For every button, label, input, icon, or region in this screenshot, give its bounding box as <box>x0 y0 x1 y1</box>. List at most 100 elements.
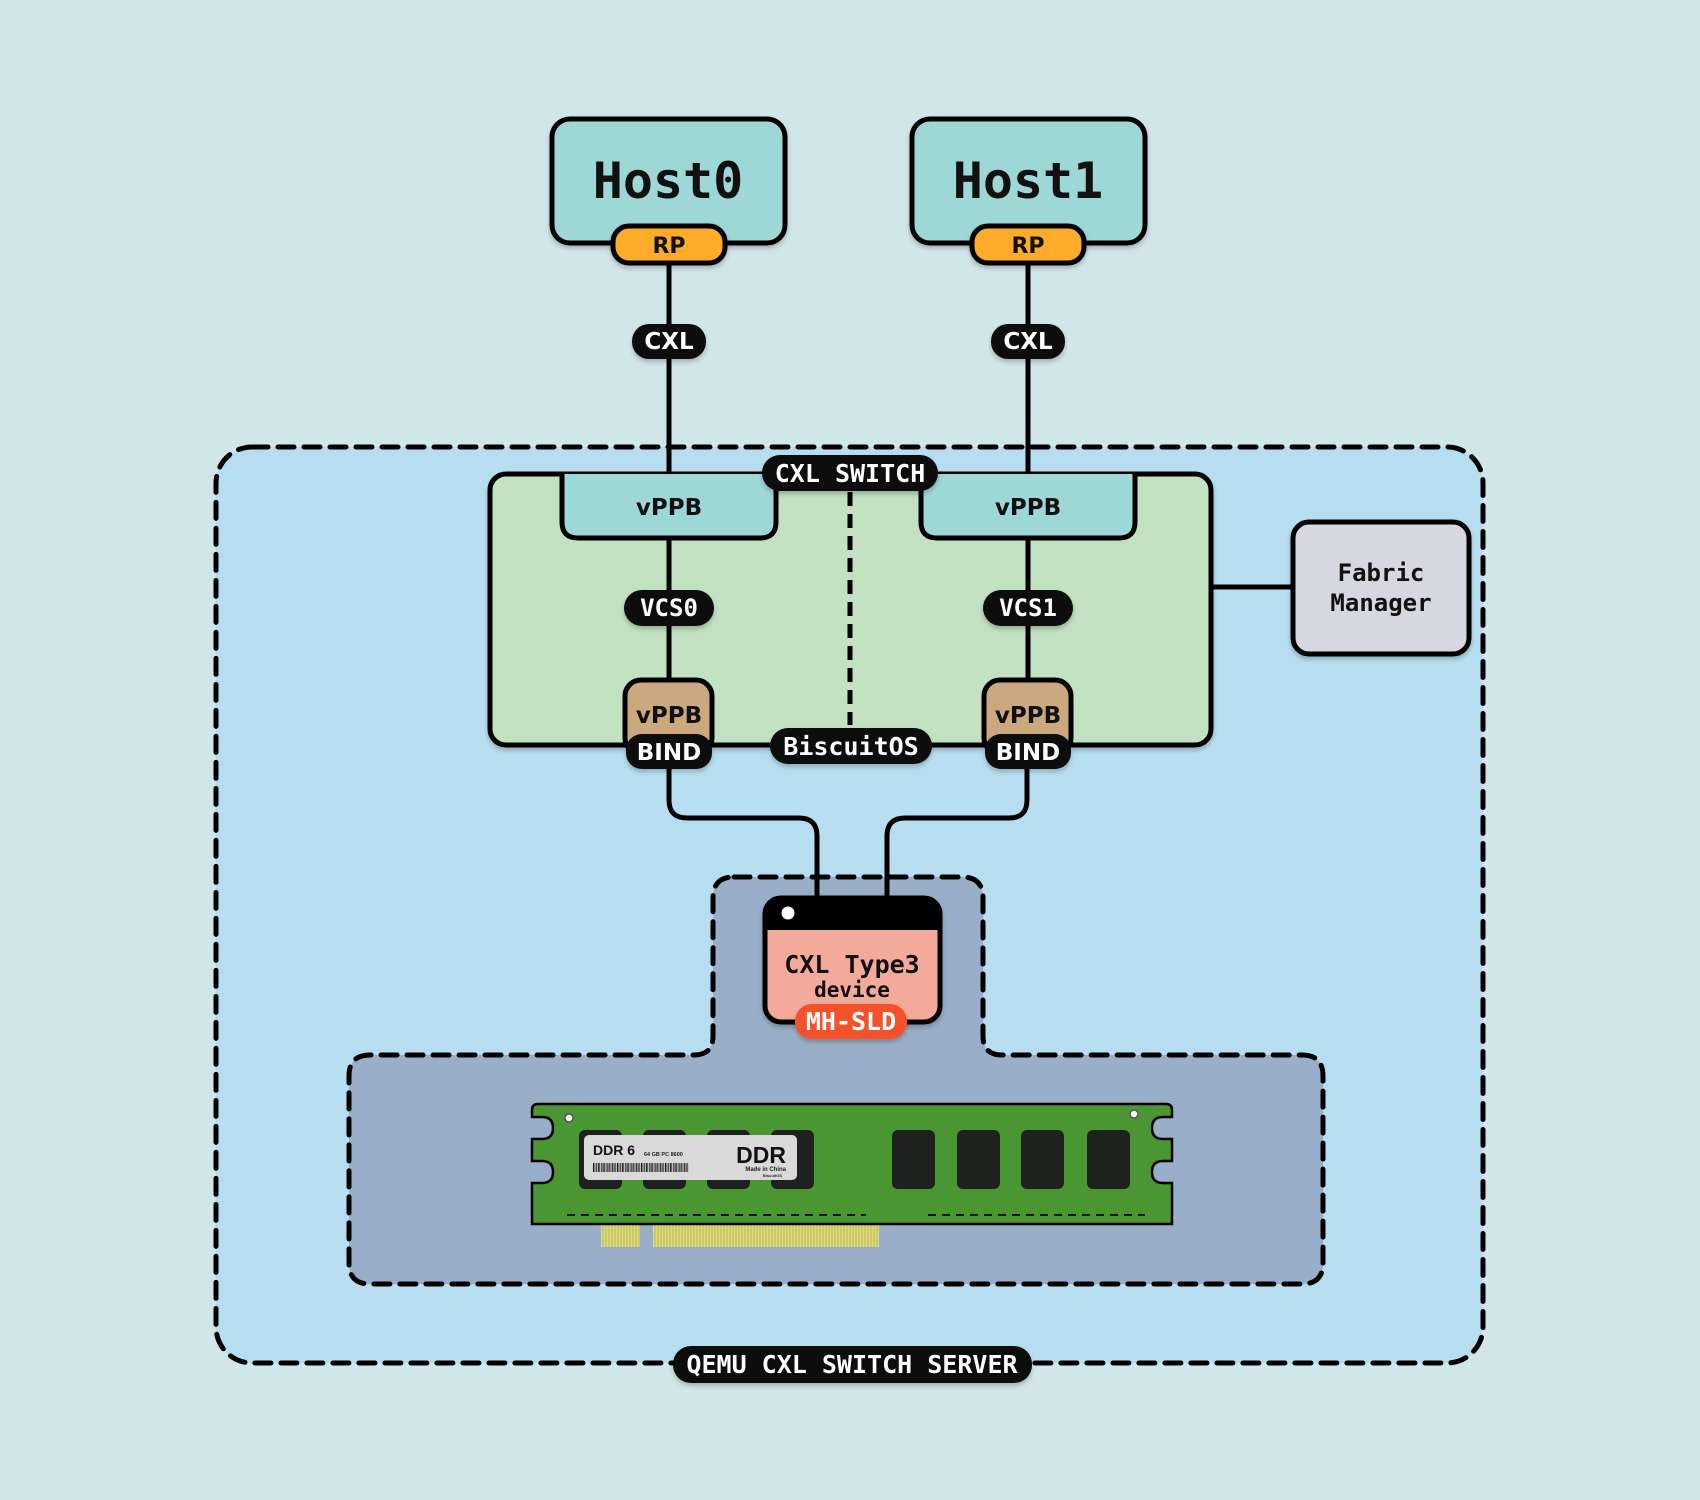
barcode-bar <box>669 1163 671 1172</box>
pcb-hole-right <box>1129 1109 1139 1119</box>
host0[interactable]: Host0 RP CXL <box>549 116 788 359</box>
vcs1-downstream-vppb-label: vPPB <box>995 703 1061 729</box>
device-type-badge <box>795 1004 907 1039</box>
bind0-device-link <box>666 765 820 900</box>
switch-footer-badge <box>770 728 932 764</box>
barcode-bar <box>653 1163 655 1172</box>
cxl-switch[interactable]: vPPB vPPB VCS0 VCS1 vPPB vPPB BIND BIND … <box>487 455 1214 769</box>
barcode-bar <box>681 1163 682 1172</box>
server-title: QEMU CXL SWITCH SERVER <box>686 1350 1018 1379</box>
fabric-manager[interactable]: Fabric Manager <box>1290 519 1472 657</box>
fabric-manager-line2: Manager <box>1330 589 1431 617</box>
memory-barcode <box>593 1163 689 1172</box>
switch-title-badge <box>762 455 938 491</box>
ddr-memory-module: DDR 6 64 GB PC 8600 DDR Made in China Bi… <box>530 1102 1174 1247</box>
memory-label-sticker <box>584 1135 797 1180</box>
host1[interactable]: Host1 RP CXL <box>909 116 1148 359</box>
memory-label-maker: BiscuitOS <box>763 1173 782 1178</box>
memory-label-spec: 64 GB PC 8600 <box>644 1152 683 1158</box>
barcode-bar <box>658 1163 660 1172</box>
barcode-bar <box>629 1163 631 1172</box>
barcode-bar <box>649 1163 650 1172</box>
barcode-bar <box>647 1163 649 1172</box>
barcode-bar <box>620 1163 621 1172</box>
vcs0-bind-badge[interactable] <box>626 734 712 769</box>
barcode-bar <box>665 1163 666 1172</box>
host0-rp-port[interactable] <box>610 223 728 266</box>
barcode-bar <box>650 1163 652 1172</box>
device-header-bar <box>765 898 940 930</box>
barcode-bar <box>612 1163 614 1172</box>
barcode-bar <box>674 1163 676 1172</box>
barcode-bar <box>617 1163 618 1172</box>
host0-rp-label: RP <box>652 234 685 259</box>
barcode-bar <box>673 1163 674 1172</box>
memory-label-origin: Made in China <box>745 1167 786 1173</box>
barcode-bar <box>676 1163 677 1172</box>
host1-cxl-label: CXL <box>1003 329 1053 355</box>
barcode-bar <box>682 1163 684 1172</box>
barcode-bar <box>623 1163 625 1172</box>
device-subtitle: device <box>814 978 890 1002</box>
vcs0-label: VCS0 <box>640 594 698 622</box>
bind1-device-link <box>884 765 1030 900</box>
switch-footer: BiscuitOS <box>783 732 918 761</box>
barcode-bar <box>625 1163 626 1172</box>
memory-chip <box>957 1130 1000 1189</box>
barcode-bar <box>628 1163 629 1172</box>
barcode-bar <box>599 1163 601 1172</box>
barcode-bar <box>631 1163 633 1172</box>
barcode-bar <box>615 1163 617 1172</box>
vcs1-bind-badge[interactable] <box>985 734 1071 769</box>
barcode-bar <box>663 1163 665 1172</box>
barcode-bar <box>685 1163 687 1172</box>
host0-label: Host0 <box>593 152 744 210</box>
barcode-bar <box>657 1163 658 1172</box>
barcode-bar <box>679 1163 681 1172</box>
vcs0-upstream-vppb-label: vPPB <box>636 495 702 521</box>
fabric-manager-box[interactable] <box>1290 519 1472 657</box>
host1-rp-port[interactable] <box>969 223 1087 266</box>
barcode-bar <box>642 1163 644 1172</box>
barcode-bar <box>618 1163 620 1172</box>
vcs1-badge <box>983 590 1073 626</box>
barcode-bar <box>644 1163 645 1172</box>
barcode-bar <box>626 1163 628 1172</box>
device-type-label: MH-SLD <box>806 1007 896 1036</box>
server-title-badge <box>673 1346 1032 1383</box>
memory-chip <box>1087 1130 1130 1189</box>
barcode-bar <box>641 1163 642 1172</box>
barcode-bar <box>668 1163 669 1172</box>
barcode-bar <box>602 1163 604 1172</box>
barcode-bar <box>666 1163 668 1172</box>
vcs1-upstream-vppb-label: vPPB <box>995 495 1061 521</box>
host0-cxl-label: CXL <box>644 329 694 355</box>
cxl-type3-device[interactable]: CXL Type3 device MH-SLD <box>762 895 943 1039</box>
memory-chip <box>892 1130 935 1189</box>
host0-cxl-badge <box>632 324 706 359</box>
memory-label-brand: DDR <box>736 1142 786 1168</box>
vcs0-downstream-vppb-label: vPPB <box>636 703 702 729</box>
switch-title: CXL SWITCH <box>775 459 926 488</box>
barcode-bar <box>593 1163 594 1172</box>
pcb-board <box>530 1102 1174 1226</box>
device-title: CXL Type3 <box>784 950 919 979</box>
host1-label: Host1 <box>953 152 1104 210</box>
vcs0-bind-label: BIND <box>637 740 701 766</box>
barcode-bar <box>684 1163 686 1172</box>
vcs0-badge <box>624 590 714 626</box>
barcode-bar <box>633 1163 634 1172</box>
barcode-bar <box>636 1163 638 1172</box>
device-indicator-dot <box>781 906 795 920</box>
gold-contacts <box>601 1225 879 1247</box>
barcode-bar <box>671 1163 673 1172</box>
barcode-bar <box>609 1163 610 1172</box>
barcode-bar <box>661 1163 663 1172</box>
barcode-bar <box>652 1163 653 1172</box>
barcode-bar <box>597 1163 599 1172</box>
barcode-bar <box>604 1163 605 1172</box>
barcode-bar <box>596 1163 597 1172</box>
memory-chip <box>1021 1130 1064 1189</box>
memory-label-type: DDR 6 <box>593 1142 635 1158</box>
